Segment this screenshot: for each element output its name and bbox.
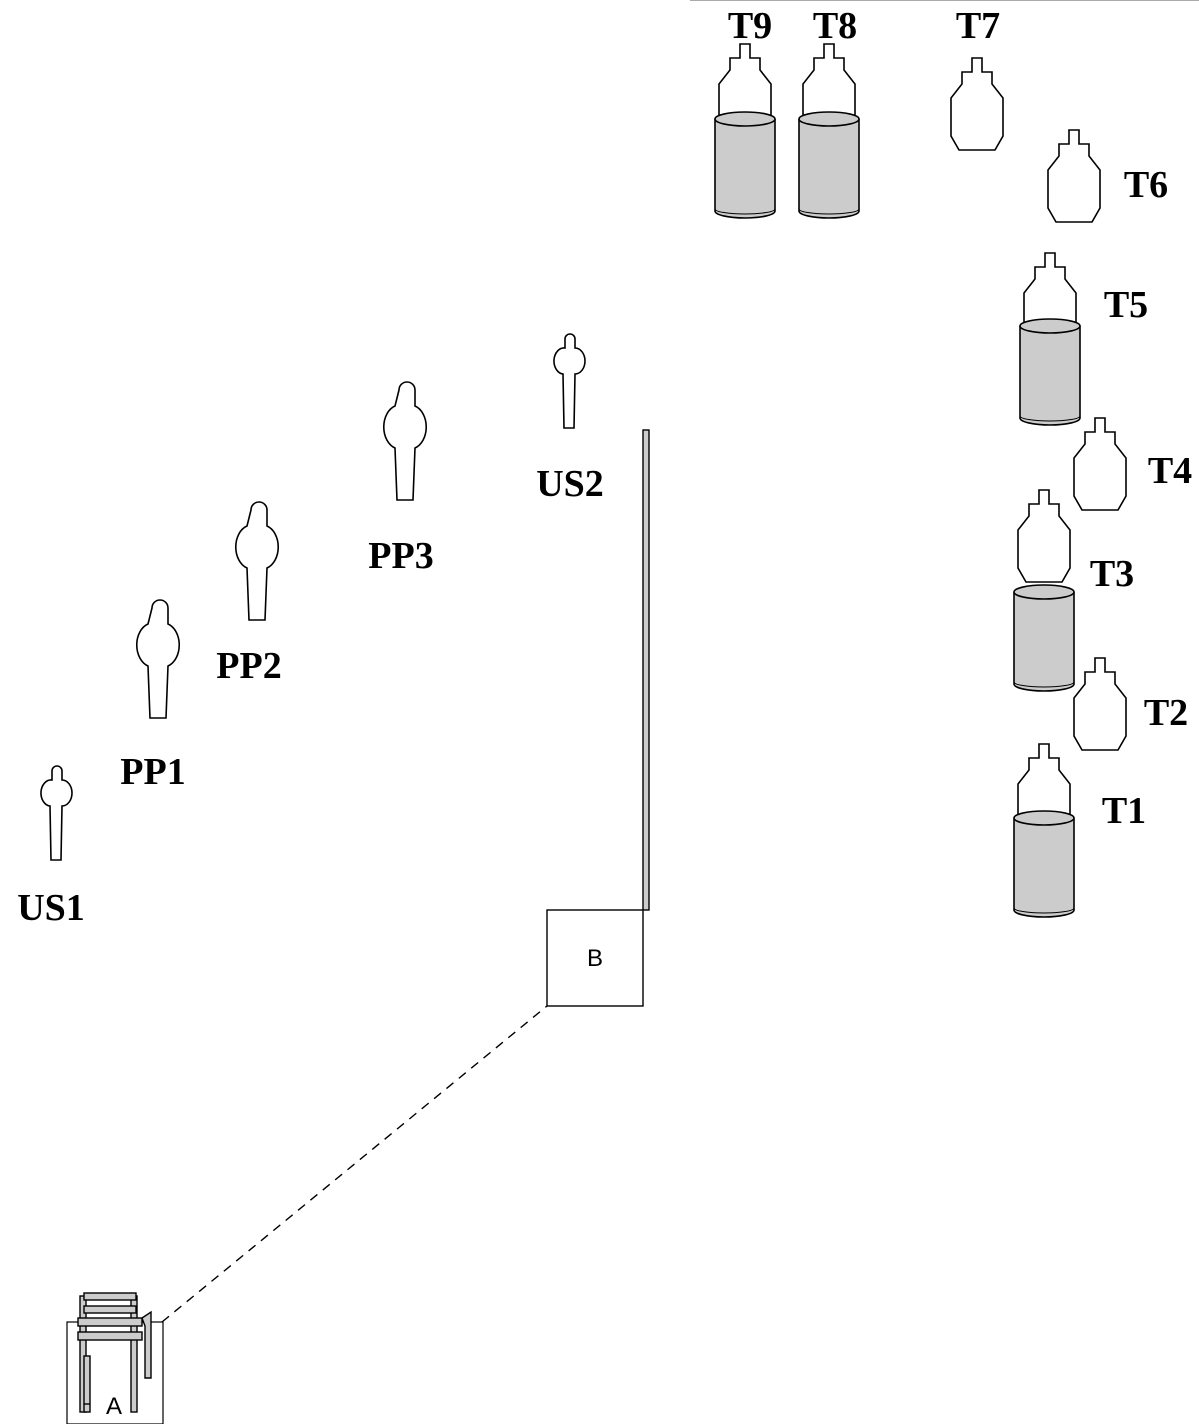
barrel-t3 [1013,584,1075,692]
popper-pp3 [382,381,428,501]
no-shoot-us1 [40,765,73,861]
target-t7 [950,57,1004,151]
target-t6 [1047,129,1101,223]
chair-icon [77,1292,152,1413]
barrel-t9 [714,111,776,219]
label-pp2: PP2 [216,645,281,687]
wall [642,429,650,911]
target-t4 [1073,417,1127,511]
label-pp1: PP1 [120,751,185,793]
position-b-label: B [587,945,603,972]
label-t8: T8 [813,5,857,47]
target-t2 [1073,657,1127,751]
barrel-t1 [1013,810,1075,918]
barrel-t8 [798,111,860,219]
no-shoot-us2 [553,333,586,429]
barrel-t5 [1019,318,1081,426]
label-us1: US1 [17,887,85,929]
label-t4: T4 [1148,450,1192,492]
movement-path [161,1005,548,1323]
popper-pp1 [135,599,181,719]
popper-pp2 [234,501,280,621]
label-us2: US2 [536,463,604,505]
position-a-label: A [106,1393,122,1420]
shooting-box-b [546,909,644,1007]
label-t7: T7 [956,5,1000,47]
label-t5: T5 [1104,284,1148,326]
label-pp3: PP3 [368,535,433,577]
label-t1: T1 [1102,790,1146,832]
label-t3: T3 [1090,553,1134,595]
label-t9: T9 [728,5,772,47]
label-t6: T6 [1124,164,1168,206]
target-t3 [1017,489,1071,583]
label-t2: T2 [1144,692,1188,734]
